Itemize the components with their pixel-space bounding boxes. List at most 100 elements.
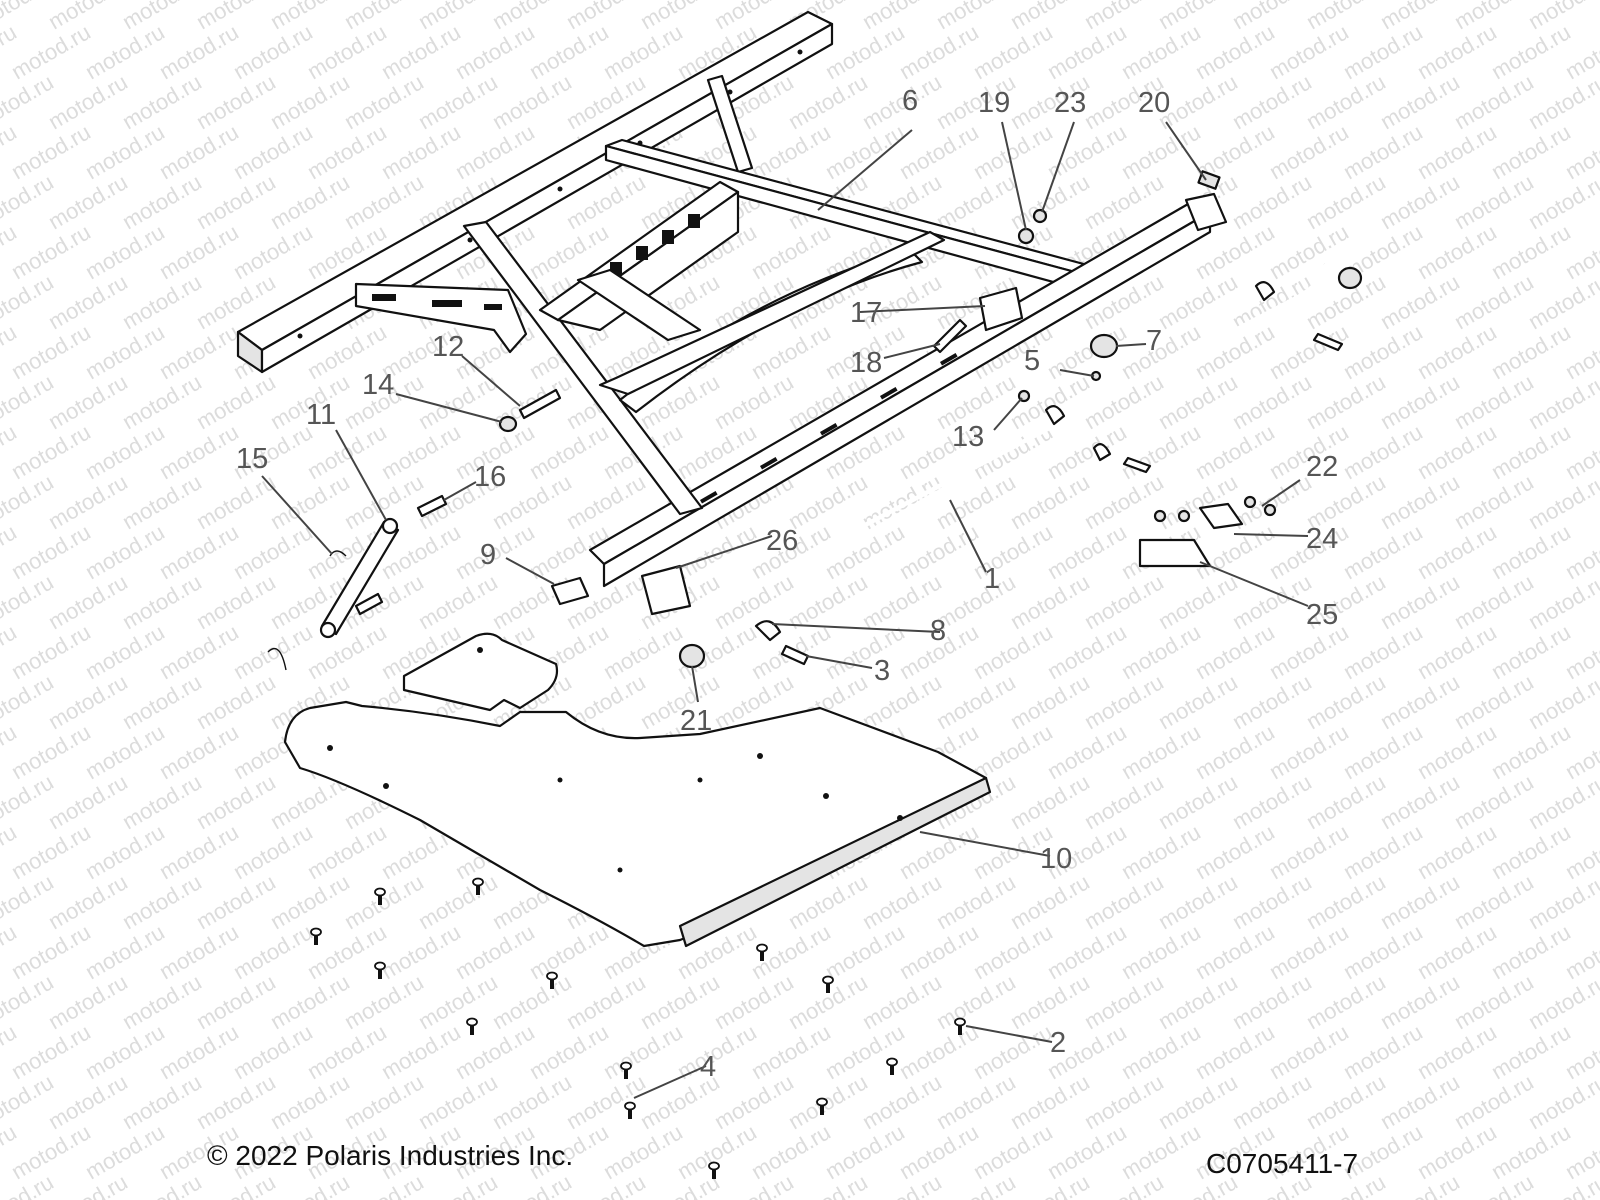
watermark: motod.ru (192, 369, 280, 434)
watermark: motod.ru (81, 1019, 169, 1084)
watermark: motod.ru (1339, 19, 1427, 84)
watermark: motod.ru (1339, 519, 1427, 584)
watermark: motod.ru (192, 469, 280, 534)
watermark: motod.ru (562, 1069, 650, 1134)
watermark: motod.ru (1339, 419, 1427, 484)
watermark: motod.ru (1302, 969, 1390, 1034)
watermark: motod.ru (1339, 119, 1427, 184)
watermark: motod.ru (747, 1019, 835, 1084)
watermark: motod.ru (414, 869, 502, 934)
watermark: motod.ru (155, 819, 243, 884)
watermark: motod.ru (44, 269, 132, 334)
watermark: motod.ru (192, 969, 280, 1034)
watermark: motod.ru (1154, 269, 1242, 334)
watermark: motod.ru (1191, 619, 1279, 684)
watermark: motod.ru (81, 319, 169, 384)
watermark: motod.ru (118, 269, 206, 334)
watermark: motod.ru (1154, 1069, 1242, 1134)
watermark: motod.ru (1302, 169, 1390, 234)
watermark: motod.ru (414, 969, 502, 1034)
watermark: motod.ru (599, 1019, 687, 1084)
watermark: motod.ru (229, 519, 317, 584)
watermark: motod.ru (266, 469, 354, 534)
watermark: motod.ru (1191, 419, 1279, 484)
watermark: motod.ru (1265, 719, 1353, 784)
watermark: motod.ru (1043, 519, 1131, 584)
watermark: motod.ru (44, 969, 132, 1034)
watermark: motod.ru (7, 119, 95, 184)
watermark: motod.ru (673, 1119, 761, 1184)
watermark: motod.ru (1265, 319, 1353, 384)
watermark: motod.ru (895, 519, 983, 584)
watermark: motod.ru (932, 669, 1020, 734)
watermark: motod.ru (7, 719, 95, 784)
watermark: motod.ru (1376, 369, 1464, 434)
watermark: motod.ru (1080, 569, 1168, 634)
watermark: motod.ru (7, 619, 95, 684)
watermark: motod.ru (1413, 219, 1501, 284)
watermark: motod.ru (451, 1019, 539, 1084)
watermark: motod.ru (44, 169, 132, 234)
watermark: motod.ru (1487, 519, 1575, 584)
callout-25: 25 (1306, 599, 1338, 631)
watermark: motod.ru (155, 19, 243, 84)
skid-plate-fasteners (310, 877, 966, 1179)
watermark: motod.ru (377, 919, 465, 984)
watermark: motod.ru (710, 369, 798, 434)
watermark: motod.ru (1006, 469, 1094, 534)
watermark: motod.ru (229, 219, 317, 284)
watermark: motod.ru (192, 769, 280, 834)
watermark: motod.ru (1450, 1069, 1538, 1134)
watermark: motod.ru (377, 119, 465, 184)
watermark: motod.ru (821, 1119, 909, 1184)
watermark: motod.ru (1265, 919, 1353, 984)
watermark: motod.ru (1191, 1019, 1279, 1084)
watermark: motod.ru (81, 219, 169, 284)
screw-fastener (954, 1017, 966, 1035)
watermark: motod.ru (1376, 969, 1464, 1034)
watermark: motod.ru (155, 919, 243, 984)
watermark: motod.ru (932, 169, 1020, 234)
watermark: motod.ru (44, 869, 132, 934)
watermark: motod.ru (1450, 669, 1538, 734)
watermark: motod.ru (1117, 719, 1205, 784)
watermark: motod.ru (81, 519, 169, 584)
watermark: motod.ru (155, 1019, 243, 1084)
watermark: motod.ru (81, 119, 169, 184)
watermark: motod.ru (1450, 569, 1538, 634)
watermark: motod.ru (525, 19, 613, 84)
callout-4: 4 (700, 1051, 716, 1083)
watermark: motod.ru (229, 819, 317, 884)
watermark: motod.ru (1006, 769, 1094, 834)
watermark: motod.ru (451, 919, 539, 984)
watermark: motod.ru (969, 719, 1057, 784)
watermark: motod.ru (1154, 969, 1242, 1034)
watermark: motod.ru (118, 569, 206, 634)
watermark: motod.ru (414, 1069, 502, 1134)
watermark: motod.ru (1154, 869, 1242, 934)
watermark: motod.ru (1154, 769, 1242, 834)
watermark: motod.ru (44, 569, 132, 634)
watermark: motod.ru (155, 319, 243, 384)
screw-fastener (374, 887, 386, 905)
callout-22: 22 (1306, 451, 1338, 483)
watermark: motod.ru (1376, 669, 1464, 734)
watermark: motod.ru (1302, 669, 1390, 734)
watermark: motod.ru (44, 769, 132, 834)
watermark: motod.ru (1413, 419, 1501, 484)
watermark: motod.ru (525, 919, 613, 984)
watermark: motod.ru (1450, 469, 1538, 534)
watermark: motod.ru (599, 1119, 687, 1184)
watermark: motod.ru (488, 1069, 576, 1134)
watermark: motod.ru (81, 919, 169, 984)
watermark: motod.ru (377, 1019, 465, 1084)
watermark: motod.ru (266, 869, 354, 934)
watermark: motod.ru (303, 1019, 391, 1084)
watermark: motod.ru (81, 19, 169, 84)
watermark: motod.ru (1376, 1069, 1464, 1134)
leader-lines (261, 121, 1309, 1099)
watermark: motod.ru (1117, 919, 1205, 984)
watermark: motod.ru (969, 619, 1057, 684)
watermark: motod.ru (229, 19, 317, 84)
